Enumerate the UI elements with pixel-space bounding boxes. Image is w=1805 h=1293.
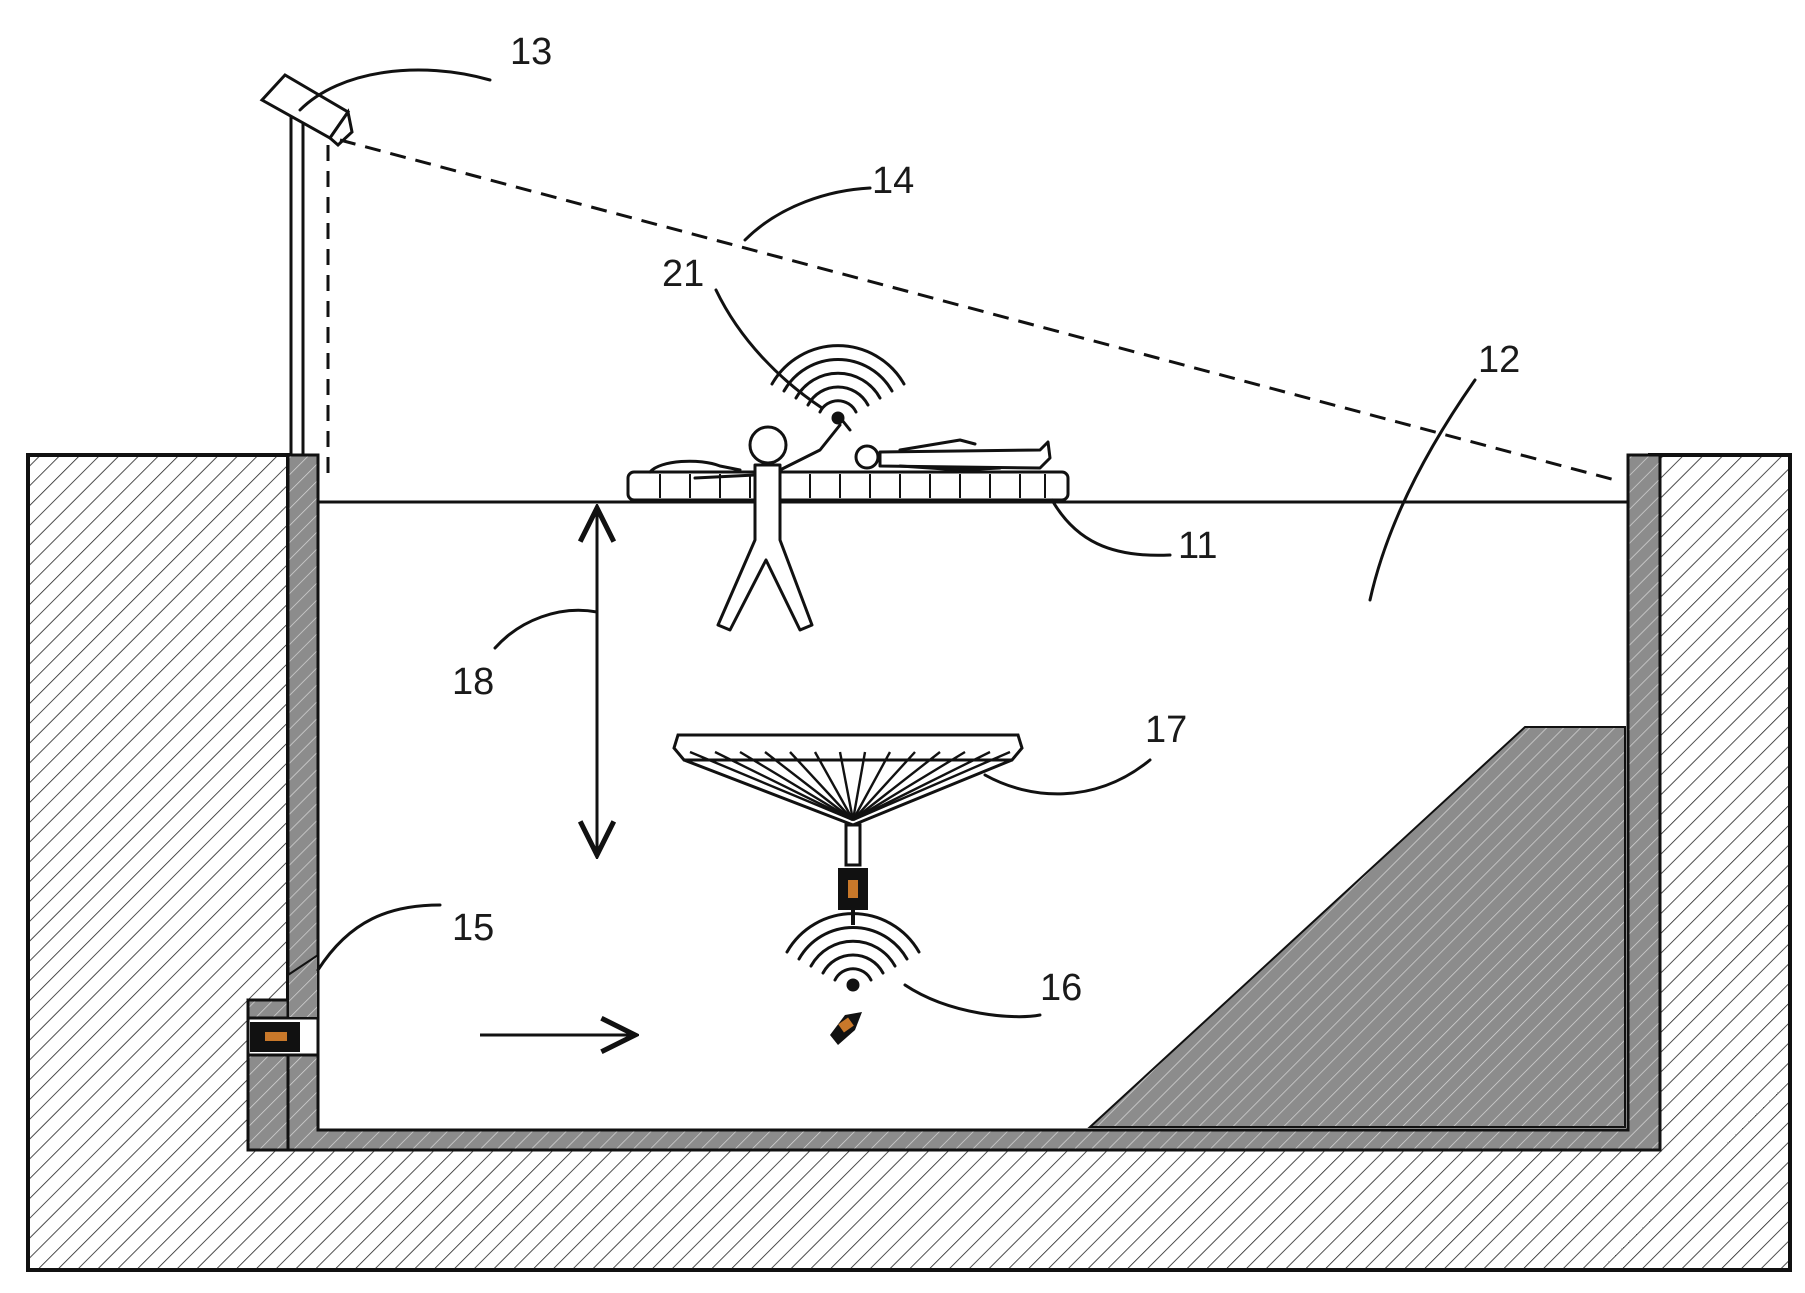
label-14: 14	[872, 160, 914, 202]
leader-14	[743, 186, 872, 242]
swimmer-icon	[693, 418, 852, 632]
signal-waves-icon	[770, 344, 906, 425]
label-16: 16	[1040, 967, 1082, 1009]
leader-17	[983, 758, 1152, 796]
leader-12	[1368, 378, 1477, 602]
grabber-net-icon	[672, 733, 1024, 925]
leader-21	[714, 288, 824, 410]
label-18: 18	[452, 661, 494, 703]
leader-15	[316, 903, 442, 972]
mobile-floor	[626, 459, 1070, 502]
label-15: 15	[452, 907, 494, 949]
label-13: 13	[510, 31, 552, 73]
camera-pole	[289, 108, 305, 457]
label-21: 21	[662, 253, 704, 295]
leader-18	[493, 608, 599, 650]
leader-11	[1050, 498, 1172, 557]
label-11: 11	[1178, 525, 1217, 567]
lying-person-icon	[854, 438, 1052, 472]
leader-13	[298, 68, 492, 112]
submerged-transmitter-icon	[785, 912, 921, 1045]
leader-16	[903, 983, 1042, 1019]
camera-field-of-view	[339, 138, 1616, 482]
pool-slope	[1087, 726, 1626, 1128]
label-12: 12	[1478, 339, 1520, 381]
label-17: 17	[1145, 709, 1187, 751]
